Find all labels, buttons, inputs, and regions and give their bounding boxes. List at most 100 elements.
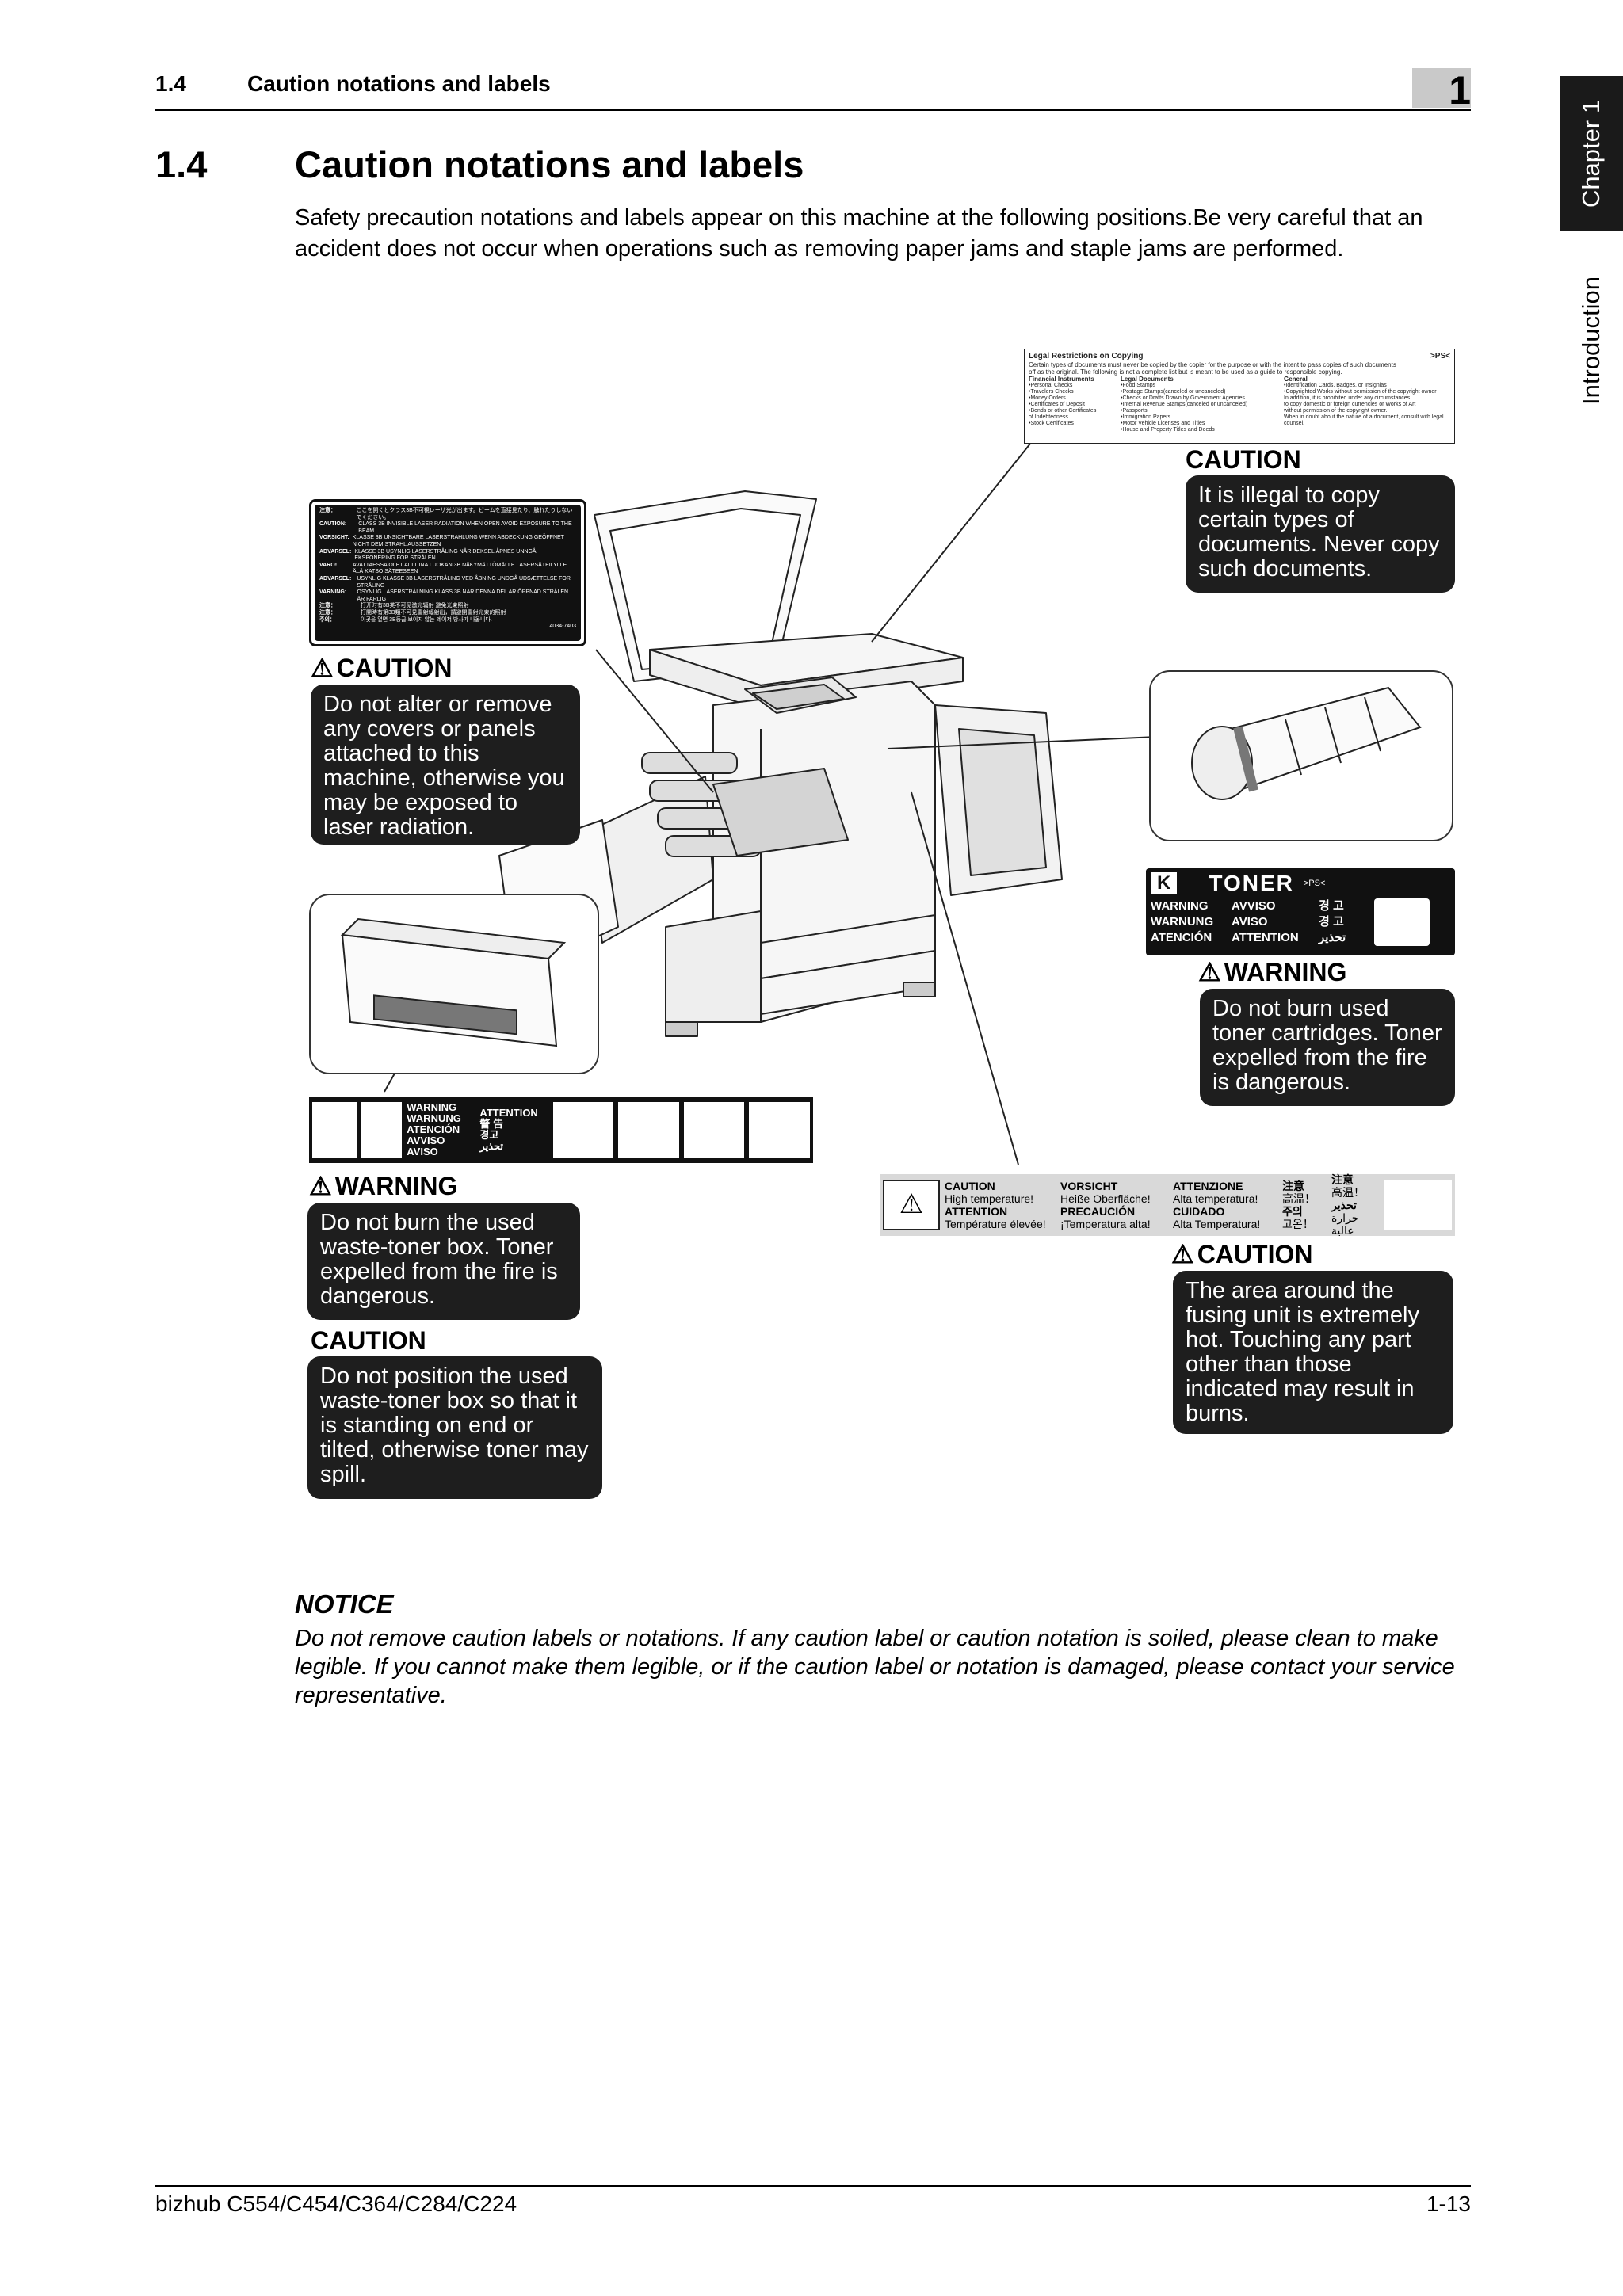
legal-col3-item: •Copyrighted Works without permission of… — [1284, 389, 1450, 395]
laser-row-lang: 주의： — [319, 617, 357, 624]
laser-row-lang: 注意： — [319, 610, 357, 617]
laser-row-lang: VORSICHT: — [319, 535, 349, 548]
legal-col2-head: Legal Documents — [1121, 376, 1279, 383]
waste-burn-warning-caption: ⚠WARNING — [309, 1171, 457, 1201]
fusing-warn-line: حرارة عالية — [1331, 1211, 1379, 1237]
waste-position-caution-caption: CAUTION — [311, 1326, 426, 1356]
no-burn-icon — [553, 1102, 614, 1158]
fusing-warn-line: CAUTION — [945, 1180, 1056, 1192]
legal-col2-item: •House and Property Titles and Deeds — [1121, 427, 1279, 433]
laser-row-lang: 注意： — [319, 603, 357, 610]
laser-row-lang: ADVARSEL: — [319, 576, 353, 589]
laser-row-text: OSYNLIG LASERSTRÅLNING KLASS 3B NÄR DENN… — [357, 589, 577, 603]
warning-triangle-icon: ⚠ — [311, 653, 334, 683]
waste-warn-line: AVISO — [407, 1146, 475, 1158]
fusing-caution-caption: ⚠CAUTION — [1171, 1239, 1312, 1269]
toner-warn-line: WARNING — [1151, 898, 1232, 914]
toner-cartridge-icon — [1151, 672, 1452, 840]
warning-triangle-icon: ⚠ — [1171, 1239, 1194, 1269]
no-upright-icon — [749, 1102, 810, 1158]
laser-row-text: 打開時有第3B類不可見雷射輻射出，請避開雷射光束的照射 — [361, 610, 506, 617]
box-flat-icon — [618, 1102, 679, 1158]
warning-triangle-icon: ⚠ — [309, 1171, 332, 1201]
legal-col1-item: •Certificates of Deposit — [1029, 402, 1116, 408]
toner-warn-line: تحذير — [1319, 930, 1374, 946]
fusing-warn-line: تحذير — [1331, 1199, 1379, 1211]
legal-col2-item: •Immigration Papers — [1121, 414, 1279, 421]
waste-warn-line: تحذير — [479, 1141, 548, 1152]
waste-warn-line: 警 告 — [479, 1119, 548, 1130]
toner-label-title: TONER — [1209, 871, 1294, 896]
fusing-warn-line: Température élevée! — [945, 1218, 1056, 1230]
toner-warn-line: 경 고 — [1319, 914, 1374, 930]
toner-label: K TONER >PS< WARNING WARNUNG ATENCIÓN AV… — [1146, 868, 1455, 955]
waste-warn-line: WARNING — [407, 1102, 475, 1113]
fusing-warn-line: VORSICHT — [1060, 1180, 1168, 1192]
laser-row-text: 打开时有3B类不可见激光辐射 避免光束照射 — [361, 603, 469, 610]
fusing-warn-line: 注意 — [1331, 1173, 1379, 1186]
toner-warn-line: AVISO — [1232, 914, 1319, 930]
legal-col1-item: •Personal Checks — [1029, 383, 1116, 389]
fusing-unit-label: ⚠ CAUTION High temperature! ATTENTION Te… — [880, 1174, 1455, 1236]
legal-restrictions-label: Legal Restrictions on Copying >PS< Certa… — [1024, 349, 1455, 444]
fusing-warn-line: ATTENTION — [945, 1205, 1056, 1218]
legal-col2-item: •Food Stamps — [1121, 383, 1279, 389]
waste-warn-line: ATENCIÓN — [407, 1124, 475, 1135]
laser-row-lang: 注意： — [319, 508, 353, 521]
legal-col2-item: •Checks or Drafts Drawn by Government Ag… — [1121, 395, 1279, 402]
legal-col1-item: •Travelers Checks — [1029, 389, 1116, 395]
laser-label-code: 4034-7403 — [319, 624, 576, 631]
notice-text: Do not remove caution labels or notation… — [295, 1624, 1476, 1710]
fusing-warn-line: 고온！ — [1282, 1218, 1327, 1230]
legal-label-line2: off as the original. The following is no… — [1029, 368, 1450, 376]
toner-label-code: >PS< — [1304, 879, 1326, 888]
fusing-warn-line: 高温！ — [1331, 1186, 1379, 1199]
toner-warn-line: ATENCIÓN — [1151, 930, 1232, 946]
footer-rule — [155, 2185, 1471, 2187]
fusing-warn-line: ¡Temperatura alta! — [1060, 1218, 1168, 1230]
laser-row-text: KLASSE 3B USYNLIG LASERSTRÅLING NÅR DEKS… — [354, 549, 576, 563]
laser-row-text: AVATTAESSA OLET ALTTIINA LUOKAN 3B NÄKYM… — [353, 563, 576, 576]
fusing-warn-line: ATTENZIONE — [1173, 1180, 1277, 1192]
laser-row-lang: ADVARSEL: — [319, 549, 351, 563]
copy-caution-caption: CAUTION — [1186, 445, 1301, 475]
legal-col1-item: •Money Orders — [1029, 395, 1116, 402]
legal-col1-item: •Bonds or other Certificates — [1029, 408, 1116, 414]
legal-label-title: Legal Restrictions on Copying — [1029, 352, 1143, 361]
waste-warn-line: ATTENTION — [479, 1108, 548, 1119]
legal-label-line1: Certain types of documents must never be… — [1029, 361, 1450, 368]
warning-triangle-icon: ⚠ — [1198, 957, 1221, 987]
no-fire-icon — [1374, 898, 1430, 946]
fusing-warn-line: 高温！ — [1282, 1192, 1327, 1205]
laser-row-lang: VARO! — [319, 563, 349, 576]
legal-col3-item: •Identification Cards, Badges, or Insign… — [1284, 383, 1450, 389]
laser-row-text: 이곳을 열면 3B등급 보이지 않는 레이저 방사가 나옵니다. — [361, 617, 492, 624]
toner-dots-icon — [361, 1102, 403, 1158]
legal-col3-item: without permission of the copyright owne… — [1284, 408, 1450, 414]
waste-position-caution-text: Do not position the used waste-toner box… — [307, 1356, 602, 1499]
laser-row-text: CLASS 3B INVISIBLE LASER RADIATION WHEN … — [358, 521, 576, 535]
fusing-caution-text: The area around the fusing unit is extre… — [1173, 1271, 1453, 1434]
laser-caution-caption: ⚠CAUTION — [311, 653, 452, 683]
legal-col2-item: •Passports — [1121, 408, 1279, 414]
toner-warn-line: 경 고 — [1319, 898, 1374, 914]
fusing-warn-line: PRECAUCIÓN — [1060, 1205, 1168, 1218]
toner-warn-line: AVVISO — [1232, 898, 1319, 914]
notice-heading: NOTICE — [295, 1589, 394, 1619]
fusing-diagram-icon — [1384, 1180, 1452, 1230]
fusing-warn-line: High temperature! — [945, 1192, 1056, 1205]
toner-cartridge-panel — [1149, 670, 1453, 841]
no-tilt-icon — [684, 1102, 745, 1158]
legal-col2-item: •Internal Revenue Stamps(canceled or unc… — [1121, 402, 1279, 408]
fusing-warn-line: 注意 — [1282, 1180, 1327, 1192]
laser-caution-text: Do not alter or remove any covers or pan… — [311, 685, 580, 845]
waste-warn-line: 경고 — [479, 1130, 548, 1141]
fusing-warn-line: 주의 — [1282, 1205, 1327, 1218]
waste-toner-box-icon — [311, 895, 598, 1073]
legal-col3-item: to copy domestic or foreign currencies o… — [1284, 402, 1450, 408]
legal-col2-item: •Postage Stamps(canceled or uncanceled) — [1121, 389, 1279, 395]
footer-page-number: 1-13 — [1411, 2191, 1471, 2217]
fusing-warn-line: CUIDADO — [1173, 1205, 1277, 1218]
legal-col3-head: General — [1284, 376, 1450, 383]
waste-burn-warning-text: Do not burn the used waste-toner box. To… — [307, 1203, 580, 1320]
